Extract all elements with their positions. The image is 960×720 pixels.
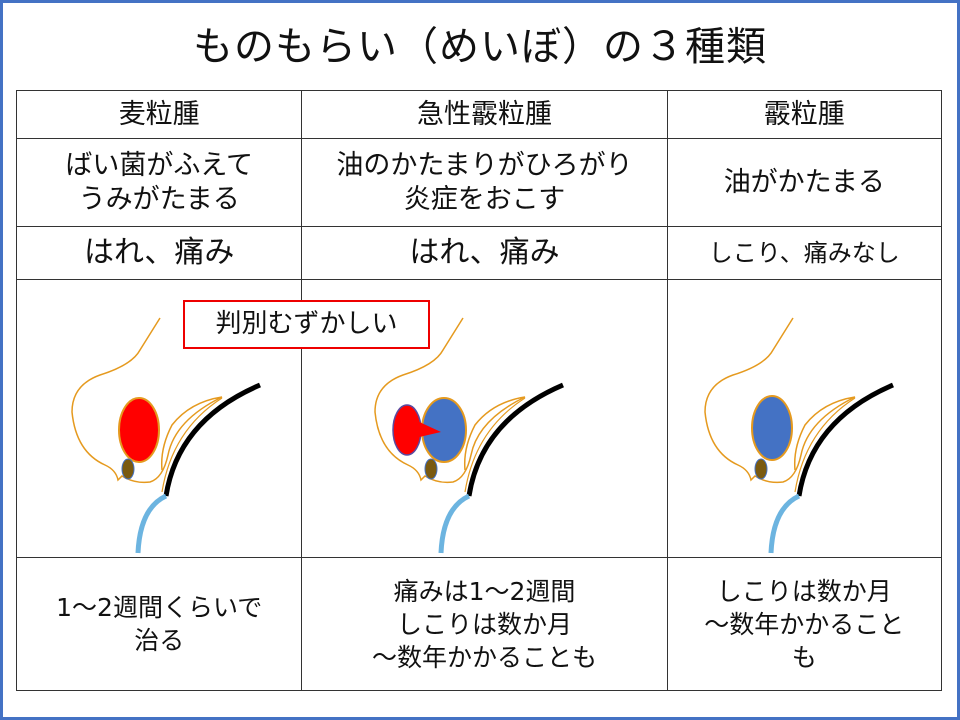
slide-title: ものもらい（めいぼ）の３種類	[193, 24, 767, 70]
symptom-cell: しこり、痛みなし	[666, 226, 943, 280]
cause-row: ばい菌がふえてうみがたまる 油のかたまりがひろがり炎症をおこす 油がかたまる	[15, 138, 943, 227]
chalazion-illustration	[705, 318, 893, 553]
cause-cell: 油がかたまる	[666, 138, 943, 227]
difficult-to-distinguish-label: 判別むずかしい	[183, 300, 430, 349]
illustration-cell	[666, 279, 943, 558]
header-cell: 霰粒腫	[666, 90, 943, 139]
symptom-cell: はれ、痛み	[15, 226, 303, 280]
duration-cell: しこりは数か月〜数年かかることも	[666, 557, 943, 691]
symptom-cell: はれ、痛み	[301, 226, 668, 280]
acute-chalazion-illustration	[375, 318, 563, 553]
symptom-row: はれ、痛み はれ、痛み しこり、痛みなし	[15, 226, 943, 280]
duration-cell: 1〜2週間くらいで治る	[15, 557, 303, 691]
stye-illustration	[72, 318, 260, 553]
gland-ellipse	[754, 458, 768, 480]
pus-ellipse	[118, 397, 160, 463]
duration-cell: 痛みは1〜2週間しこりは数か月〜数年かかることも	[301, 557, 668, 691]
illustration-row	[15, 279, 943, 558]
oil-ellipse	[751, 395, 793, 461]
cause-cell: 油のかたまりがひろがり炎症をおこす	[301, 138, 668, 227]
spread-arrow	[415, 420, 441, 438]
gland-ellipse	[121, 458, 135, 480]
cause-cell: ばい菌がふえてうみがたまる	[15, 138, 303, 227]
gland-ellipse	[424, 458, 438, 480]
comparison-table: 麦粒腫 急性霰粒腫 霰粒腫 ばい菌がふえてうみがたまる 油のかたまりがひろがり炎…	[15, 90, 943, 691]
duration-row: 1〜2週間くらいで治る 痛みは1〜2週間しこりは数か月〜数年かかることも しこり…	[15, 557, 943, 691]
